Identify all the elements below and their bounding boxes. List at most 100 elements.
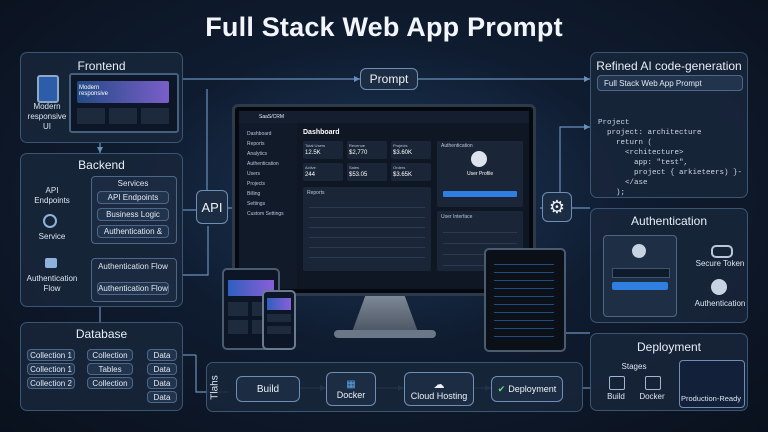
laptop-hero-text: Modern responsive: [79, 85, 109, 97]
pipeline-docker: ▦ Docker: [326, 372, 376, 406]
api-label: API: [196, 190, 228, 224]
stat-value-5: $53.05: [349, 172, 368, 178]
profile-button[interactable]: [443, 191, 517, 197]
frontend-device-caption: Modern responsive UI: [27, 102, 67, 131]
auth-flow-label: Authentication Flow: [26, 274, 78, 293]
list-item: [443, 235, 517, 244]
pipeline-build: Build: [236, 376, 300, 402]
laptop-card-3: [141, 108, 169, 124]
db-data-2: Data: [147, 363, 177, 375]
list-item: [443, 246, 517, 255]
monitor-base: [334, 330, 436, 338]
code-line: <rchitecture>: [598, 149, 684, 157]
nav-reports[interactable]: Reports: [247, 141, 265, 147]
nav-analytics[interactable]: Analytics: [247, 151, 268, 157]
table-row: [309, 221, 425, 228]
profile-title: Authentication: [441, 143, 473, 149]
docker-icon: ▦: [346, 378, 356, 390]
list-item: [443, 224, 517, 233]
pipeline-cloud-hosting: ☁ Cloud Hosting: [404, 372, 474, 406]
check-icon: ✔: [497, 383, 506, 394]
stat-value-6: $3.65K: [393, 172, 413, 178]
stat-label-1: Total Users: [305, 143, 326, 148]
refined-panel: Refined AI code-generation Full Stack We…: [590, 52, 748, 198]
table-row: [309, 201, 425, 208]
authentication-panel: Authentication Secure Token Authenticati…: [590, 208, 748, 323]
page-title: Full Stack Web App Prompt: [205, 12, 563, 42]
stat-label-6: Orders: [393, 165, 406, 170]
stage-build-icon: [609, 376, 625, 390]
cloud-icon: ☁: [433, 378, 445, 391]
nav-dashboard[interactable]: Dashboard: [247, 131, 272, 137]
db-collection-3: Collection 2: [27, 377, 75, 389]
code-line: return (: [598, 139, 653, 147]
laptop-screen: Modern responsive: [69, 73, 179, 133]
gear-icon: ⚙: [542, 192, 572, 222]
phone-card: [267, 314, 291, 322]
tablet-card: [228, 302, 248, 316]
stat-value-1: 12.5K: [305, 150, 321, 156]
laptop-card-1: [77, 108, 105, 124]
stage-docker-icon: [645, 376, 661, 390]
dashboard-heading: Dashboard: [303, 129, 340, 136]
refined-subtitle: Full Stack Web App Prompt: [597, 75, 743, 91]
deployment-title: Deployment: [636, 340, 702, 354]
login-input[interactable]: [612, 268, 670, 278]
login-button[interactable]: [612, 282, 668, 290]
tablet-card: [228, 320, 248, 334]
production-box: [679, 360, 745, 408]
code-line: </ase: [598, 179, 648, 187]
prompt-label: Prompt: [360, 68, 418, 90]
code-line: app: "test",: [598, 159, 689, 167]
pipeline-side-label: Tlahs: [209, 375, 221, 400]
nav-custom-settings[interactable]: Custom Settings: [247, 211, 284, 217]
db-middle-3: Collection: [87, 377, 133, 389]
code-lines: [494, 260, 554, 340]
stat-card-4: [303, 163, 343, 181]
nav-authentication[interactable]: Authentication: [247, 161, 279, 167]
service-api-endpoints: API Endpoints: [97, 191, 169, 204]
nav-users[interactable]: Users: [247, 171, 261, 177]
phone-hero: [267, 298, 291, 310]
database-panel: Database Collection 1 Collection 1 Colle…: [20, 322, 183, 411]
nav-settings[interactable]: Settings: [247, 201, 266, 207]
nav-projects[interactable]: Projects: [247, 181, 266, 187]
phone-card: [267, 326, 291, 334]
db-data-4: Data: [147, 391, 177, 403]
db-middle-1: Collection: [87, 349, 133, 361]
code-line: project: architecture: [598, 129, 702, 137]
dashboard-screen: SaaS/CRM Dashboard Reports Analytics Aut…: [239, 111, 529, 289]
stat-label-5: Sales: [349, 165, 360, 170]
service-label: Service: [38, 232, 66, 241]
table-row: [309, 251, 425, 258]
dashboard-topbar: [239, 111, 529, 123]
pipeline-docker-label: Docker: [336, 389, 366, 400]
frontend-title: Frontend: [77, 59, 126, 73]
stat-label-2: Revenue: [349, 143, 366, 148]
stat-card-3: [391, 141, 431, 159]
database-title: Database: [75, 327, 128, 341]
list-item: [443, 257, 517, 266]
refined-title: Refined AI code-generation: [596, 59, 742, 73]
frontend-panel: Frontend Modern responsive UI Modern res…: [20, 52, 183, 143]
stages-label: Stages: [621, 362, 647, 371]
authentication-label: Authentication: [694, 299, 746, 308]
db-collection-2: Collection 1: [27, 363, 75, 375]
profile-name: User Profile: [467, 171, 494, 177]
db-data-3: Data: [147, 377, 177, 389]
nav-billing[interactable]: Billing: [247, 191, 261, 197]
stat-value-4: 244: [305, 172, 316, 178]
db-middle-2: Tables: [87, 363, 133, 375]
table-row: [309, 231, 425, 238]
backend-panel: Backend API Endpoints Service Authentica…: [20, 153, 183, 307]
service-business-logic: Business Logic: [97, 208, 169, 221]
dashboard-brand: SaaS/CRM: [259, 114, 285, 120]
laptop-hero: [77, 81, 169, 103]
auth-flow-box-item: Authentication Flow: [97, 282, 169, 295]
stat-card-2: [347, 141, 387, 159]
pipeline-cloud-label: Cloud Hosting: [410, 390, 468, 401]
authentication-title: Authentication: [630, 214, 708, 228]
backend-title: Backend: [78, 158, 125, 172]
stat-card-5: [347, 163, 387, 181]
phone-device: [262, 290, 296, 350]
